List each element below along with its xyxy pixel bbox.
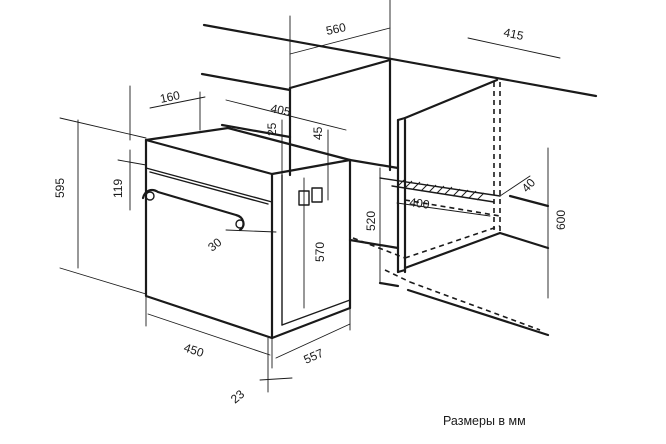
dim-23: 23 (228, 387, 247, 407)
dim-119: 119 (111, 179, 125, 198)
dim-25: 25 (265, 122, 279, 136)
dimension-labels: 560 415 160 405 595 25 45 119 520 600 40… (53, 20, 568, 406)
dim-570: 570 (313, 242, 327, 262)
wall-lines (200, 23, 598, 337)
dim-415: 415 (502, 25, 525, 43)
dim-450: 450 (182, 341, 206, 361)
oven-body (141, 126, 352, 340)
dim-560: 560 (325, 20, 348, 38)
cabinet-niche (288, 58, 541, 331)
dim-600: 600 (554, 210, 568, 230)
dim-595: 595 (53, 178, 67, 198)
dimension-lines (59, 0, 561, 393)
caption: Размеры в мм (443, 414, 526, 428)
ventilation-hatch (396, 179, 485, 201)
dim-45: 45 (311, 126, 325, 140)
dim-40: 40 (519, 175, 539, 195)
dim-405: 405 (269, 101, 292, 119)
dim-520: 520 (364, 211, 378, 231)
dim-30: 30 (205, 235, 224, 254)
dim-400: 400 (409, 195, 431, 212)
dim-557: 557 (302, 346, 326, 367)
dim-160: 160 (159, 88, 182, 106)
